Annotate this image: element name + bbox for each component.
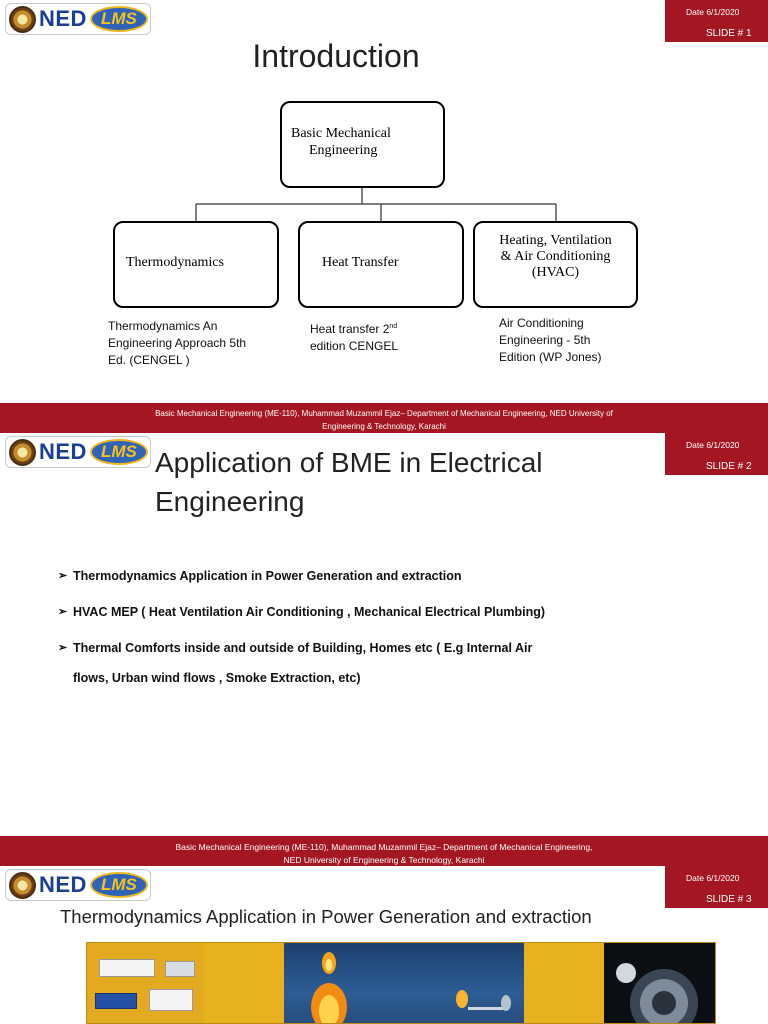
university-seal-icon [9,871,36,899]
node-root-line-2: Engineering [309,142,378,158]
ned-lms-logo: NED LMS [5,3,151,35]
hierarchy-connectors [195,188,557,221]
ref-line: Edition (WP Jones) [499,350,602,364]
lms-badge: LMS [89,6,148,32]
slide-2: NED LMS Date 6/1/2020 SLIDE # 2 Applicat… [0,433,768,866]
ned-lms-logo: NED LMS [5,436,151,468]
ned-lms-logo: NED LMS [5,869,151,901]
ref-line: Engineering Approach 5th [108,336,247,350]
vehicles-image [87,943,204,1023]
title-line-1: Application of BME in Electrical [155,447,543,478]
node-hvac-line-2: & Air Conditioning [500,248,611,264]
footer-line-2: NED University of Engineering & Technolo… [283,855,485,865]
date-slide-box: Date 6/1/2020 SLIDE # 3 [665,866,768,908]
slide-title: Introduction [252,38,420,74]
university-seal-icon [9,5,36,33]
arrow-bullet-icon: ➢ [58,642,68,654]
slide-title: Thermodynamics Application in Power Gene… [60,906,592,927]
bullet-list: ➢ Thermodynamics Application in Power Ge… [58,569,678,685]
footer-line-1: Basic Mechanical Engineering (ME-110), M… [175,842,593,852]
title-line-2: Engineering [155,486,305,517]
footer-line-1: Basic Mechanical Engineering (ME-110), M… [155,409,613,418]
ref-line: edition CENGEL [310,339,399,353]
node-heat-transfer: Heat Transfer [298,221,464,308]
bullet-item: ➢ Thermodynamics Application in Power Ge… [58,569,678,583]
ref-line: Engineering - 5th [499,333,591,347]
logo-text: NED [39,439,87,464]
bullet-item: ➢ HVAC MEP ( Heat Ventilation Air Condit… [58,605,678,619]
ref-line: Air Conditioning [499,316,584,330]
turbine-icon [616,963,698,1023]
logo-text: NED [39,6,87,31]
ambulance-icon [149,989,193,1011]
slide-number: SLIDE # 3 [706,894,752,905]
logo-text: NED [39,872,87,897]
bullet-continuation: flows, Urban wind flows , Smoke Extracti… [73,671,361,685]
node-basic-mechanical-engineering: Basic Mechanical Engineering [280,101,445,188]
date-slide-box: Date 6/1/2020 SLIDE # 2 [665,433,768,475]
university-seal-icon [9,438,36,466]
arrow-bullet-icon: ➢ [58,606,68,618]
bullet-text: HVAC MEP ( Heat Ventilation Air Conditio… [73,605,546,619]
ref-line: Thermodynamics An [108,319,218,333]
footer-line-2: Engineering & Technology, Karachi [322,422,446,431]
node-hvac-line-1: Heating, Ventilation [499,232,612,248]
slide-1: NED LMS Date 6/1/2020 SLIDE # 1 Introduc… [0,0,768,433]
bullet-item: ➢ Thermal Comforts inside and outside of… [58,641,678,655]
power-generation-image [86,942,716,1024]
lms-badge: LMS [89,872,148,898]
slide-date: Date 6/1/2020 [686,7,740,17]
arrow-bullet-icon: ➢ [58,570,68,582]
slide-footer: Basic Mechanical Engineering (ME-110), M… [0,403,768,433]
slide-date: Date 6/1/2020 [686,873,740,883]
van-icon [165,961,195,977]
slide-3: NED LMS Date 6/1/2020 SLIDE # 3 Thermody… [0,866,768,1024]
reference-hvac: Air Conditioning Engineering - 5th Editi… [499,315,639,366]
node-root-line-1: Basic Mechanical [291,125,391,141]
ref-line: Heat transfer 2 [310,322,390,336]
ref-line: Ed. (CENGEL ) [108,353,190,367]
node-thermodynamics: Thermodynamics [113,221,279,308]
ref-superscript: nd [389,323,398,330]
lms-badge: LMS [89,439,148,465]
node-hvac: Heating, Ventilation & Air Conditioning … [473,221,638,308]
slide-footer: Basic Mechanical Engineering (ME-110), M… [0,836,768,866]
bullet-text: Thermodynamics Application in Power Gene… [73,569,462,583]
slide-title: Application of BME in Electrical Enginee… [155,443,655,521]
reference-heat-transfer: Heat transfer 2nd edition CENGEL [310,318,470,355]
slide-number: SLIDE # 1 [706,28,752,39]
police-car-icon [95,993,137,1009]
flame-icon [311,952,511,1023]
turbine-engine-image [604,943,715,1023]
node-hvac-line-3: (HVAC) [531,264,580,280]
reference-thermodynamics: Thermodynamics An Engineering Approach 5… [108,318,283,369]
date-slide-box: Date 6/1/2020 SLIDE # 1 [665,0,768,42]
node-thermo-label: Thermodynamics [126,254,224,270]
combustion-image [284,943,524,1023]
node-heat-label: Heat Transfer [322,254,399,270]
truck-icon [99,959,155,977]
slide-date: Date 6/1/2020 [686,440,740,450]
slide-number: SLIDE # 2 [706,461,752,472]
bullet-text: Thermal Comforts inside and outside of B… [73,641,533,655]
